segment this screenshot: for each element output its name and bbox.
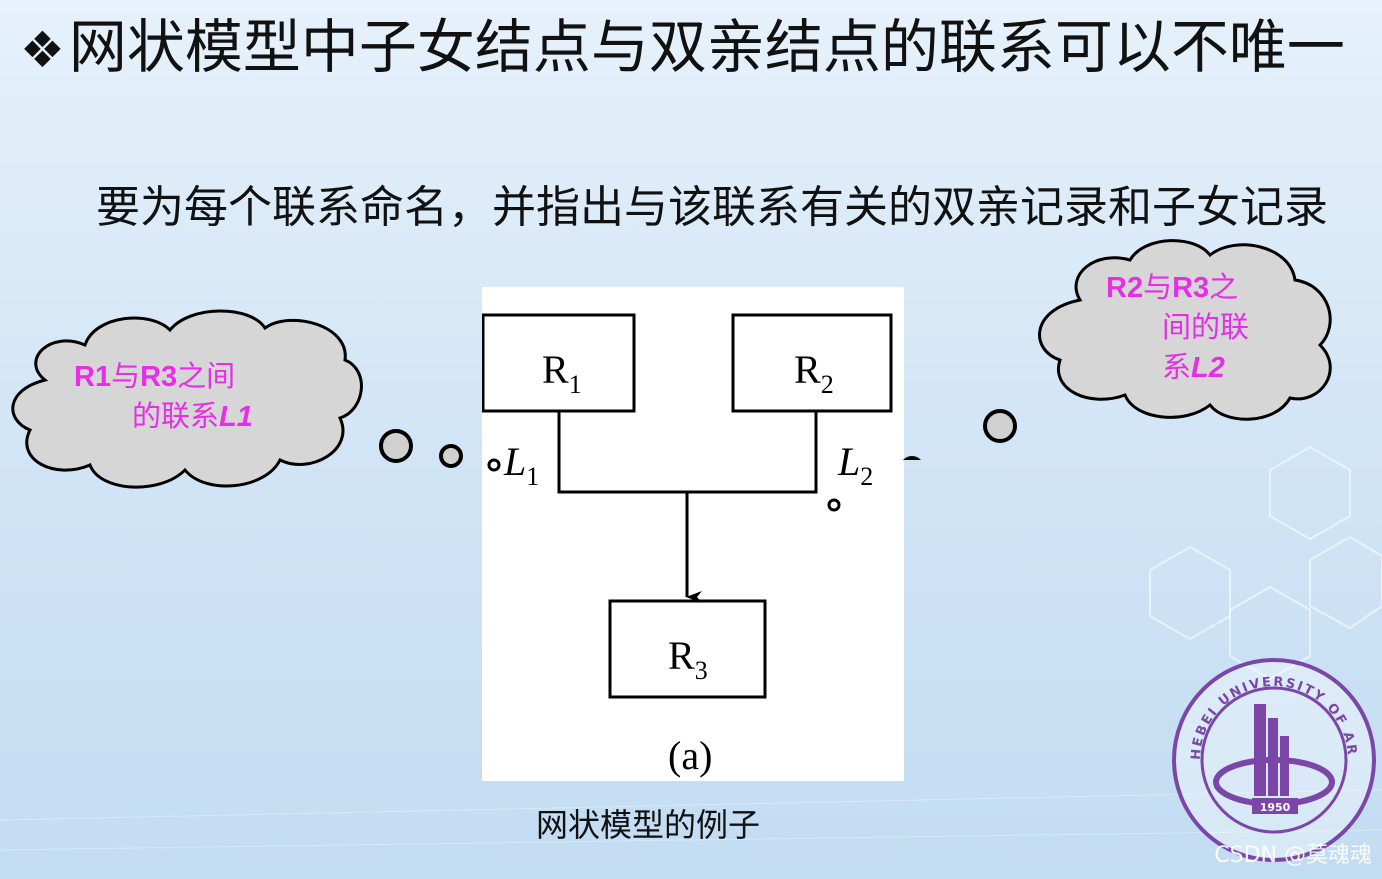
thought-dot-icon: [983, 409, 1017, 443]
record-r2-box: [731, 313, 893, 413]
figure-label: (a): [668, 733, 712, 778]
link-l1-line: [557, 411, 687, 494]
thought-dot-icon: [439, 444, 463, 468]
diamond-bullet-icon: ❖: [20, 21, 65, 79]
link-l1-label: L1: [503, 439, 539, 491]
bubble-right-text: R2与R3之 间的联 系L2: [1106, 272, 1250, 384]
university-logo: HEBEI UNIVERSITY OF ARCHITECTURE 1950: [1170, 656, 1376, 862]
slide-title-text: 网状模型中子女结点与双亲结点的联系可以不唯一: [68, 13, 1345, 81]
thought-bubble-left: [11, 309, 463, 489]
thought-dot-icon: [487, 458, 501, 472]
thought-dot-icon: [827, 498, 841, 512]
record-r1-label: R1: [542, 347, 582, 399]
record-r3-label: R3: [668, 633, 708, 685]
link-l2-label: L2: [837, 439, 873, 491]
svg-text:1950: 1950: [1260, 801, 1291, 814]
record-r2-label: R2: [794, 347, 834, 399]
thought-dot-icon: [379, 429, 413, 463]
figure-caption: 网状模型的例子: [535, 806, 760, 844]
slide-subtitle: 要为每个联系命名，并指出与该联系有关的双亲记录和子女记录: [96, 182, 1328, 233]
network-model-diagram: R1 R2 R3 L1 L2 (a): [482, 313, 893, 778]
link-l2-line: [687, 411, 818, 494]
record-r1-box: [482, 313, 636, 413]
slide-title: ❖网状模型中子女结点与双亲结点的联系可以不唯一: [20, 0, 1350, 97]
watermark: CSDN @莫魂魂: [1214, 843, 1372, 868]
bubble-left-text: R1与R3之间 的联系L1: [74, 361, 253, 433]
thought-dot-icon: [903, 456, 921, 460]
thought-bubble-right: [903, 239, 1332, 460]
